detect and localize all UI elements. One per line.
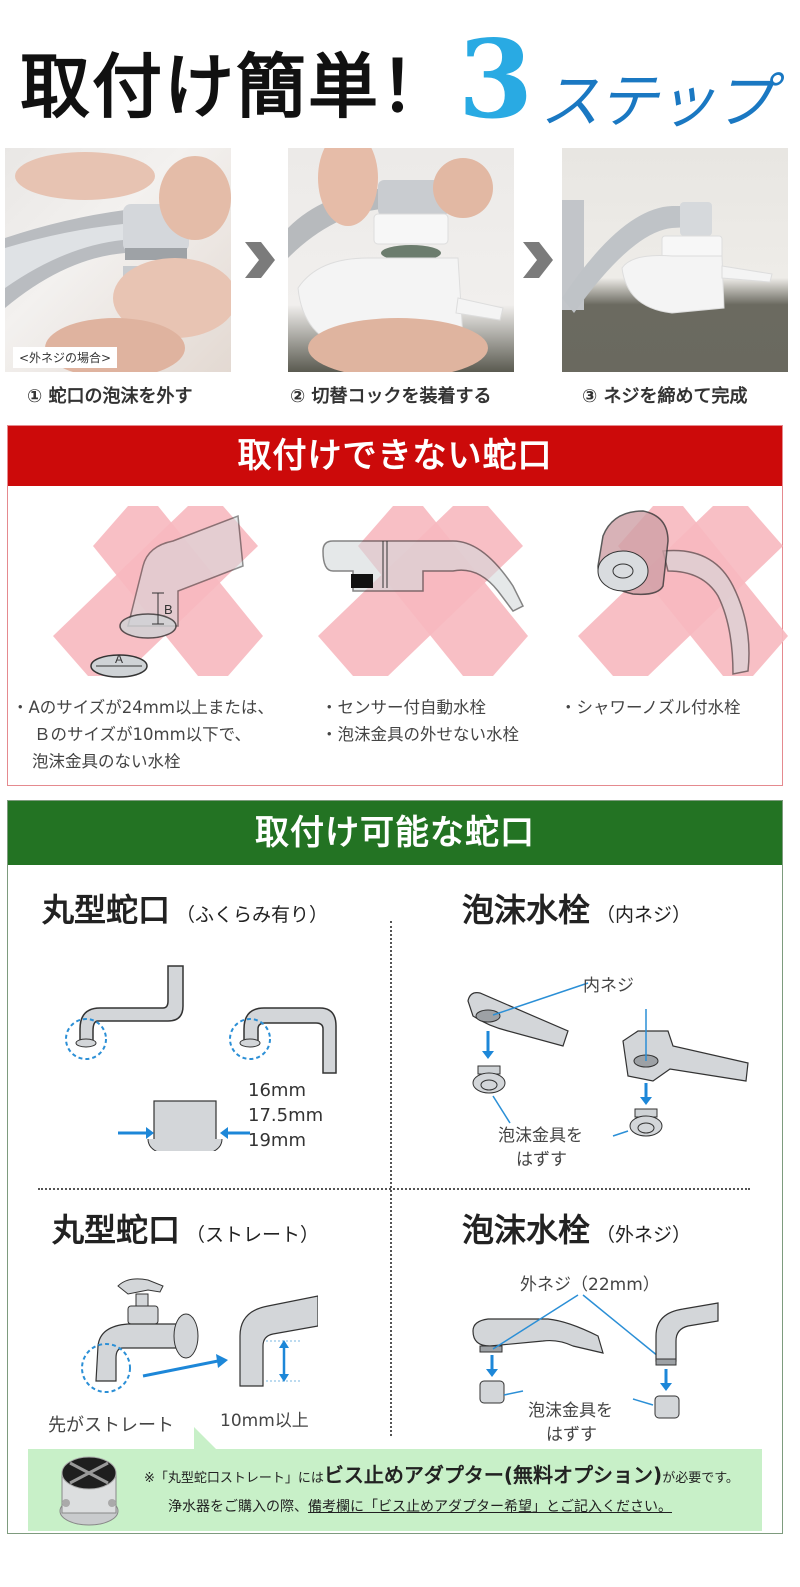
faucet-aerator-removal-illustration: [5, 152, 231, 372]
category-round-straight-title: 丸型蛇口（ストレート）: [52, 1211, 320, 1249]
shower-nozzle-ng-illustration: [578, 506, 788, 676]
remove-aerator-label-2: はずす: [516, 1150, 567, 1170]
dimension-a-label: A: [115, 652, 123, 666]
remove-aerator-outer-label-1: 泡沫金具を: [528, 1401, 613, 1421]
category-round-bulge-title: 丸型蛇口（ふくらみ有り）: [42, 891, 329, 929]
step-2-label: ② 切替コックを装着する: [290, 386, 492, 407]
outer-thread-label: 外ネジ（22mm）: [520, 1275, 660, 1295]
aerator-inner-thread-illustration: [467, 982, 749, 1137]
round-faucet-sizes: 16mm 17.5mm 19mm: [248, 1080, 324, 1151]
adapter-note: ※「丸型蛇口ストレート」にはビス止めアダプター(無料オプション)が必要です。 浄…: [28, 1449, 762, 1531]
remove-aerator-outer-label-2: はずす: [546, 1425, 597, 1445]
aerator-outer-thread-illustration: [472, 1294, 719, 1419]
category-aerator-outer-thread-title: 泡沫水栓（外ネジ）: [462, 1211, 692, 1249]
step-3-photo: [562, 148, 788, 372]
ng-item-3-text: ・シャワーノズル付水栓: [560, 698, 741, 717]
step-3-label: ③ ネジを締めて完成: [582, 386, 748, 407]
ng-item-1-text: ・Aのサイズが24mm以上または、 Ｂのサイズが10mm以下で、 泡沫金具のない…: [12, 698, 274, 771]
screw-adapter-image: [59, 1456, 119, 1526]
step-2-photo: [288, 148, 514, 372]
round-faucet-straight-illustration: [81, 1278, 318, 1393]
adapter-note-line-1: ※「丸型蛇口ストレート」にはビス止めアダプター(無料オプション)が必要です。: [144, 1463, 739, 1487]
category-aerator-inner-thread-title: 泡沫水栓（内ネジ）: [462, 891, 692, 929]
title-step-number: 3: [458, 17, 534, 143]
ng-item-2-text: ・センサー付自動水栓 ・泡沫金具の外せない水栓: [321, 698, 519, 744]
switch-cock-attach-illustration: [288, 148, 504, 372]
dimension-b-label: B: [164, 602, 173, 617]
compatible-faucets-header: 取付け可能な蛇口: [8, 801, 782, 865]
vertical-divider: [390, 921, 392, 1436]
round-faucet-bulge-illustration: [65, 965, 337, 1151]
title-main-text: 取付け簡単！: [20, 45, 452, 128]
note-callout-tail: [194, 1427, 216, 1449]
incompatible-faucets-header: 取付けできない蛇口: [8, 426, 782, 486]
sensor-faucet-ng-illustration: [318, 506, 528, 676]
title-steps-word: ステップ: [540, 67, 774, 137]
horizontal-divider: [38, 1188, 750, 1190]
installed-faucet-illustration: [562, 200, 773, 314]
inner-thread-label: 内ネジ: [583, 976, 634, 996]
incompatible-faucets-section: 取付けできない蛇口 B A ・Aのサイズが24mm以上または、 Ｂのサイズが10…: [7, 425, 788, 786]
step-1-photo: <外ネジの場合>: [5, 148, 231, 372]
adapter-note-line-2: 浄水器をご購入の際、備考欄に「ビス止めアダプター希望」とご記入ください。: [168, 1499, 672, 1515]
page-title: 取付け簡単！ 3 ステップ: [0, 20, 800, 140]
photo-caption-outer-thread: <外ネジの場合>: [13, 347, 118, 368]
straight-tip-label: 先がストレート: [48, 1415, 174, 1436]
compatible-faucets-section: 取付け可能な蛇口 丸型蛇口（ふくらみ有り） 16mm 17.5mm 19mm 泡…: [7, 800, 783, 1534]
square-faucet-ng-illustration: B A: [53, 506, 263, 678]
min-length-label: 10mm以上: [220, 1411, 309, 1431]
chevron-right-icon: [245, 242, 275, 278]
step-1-label: ① 蛇口の泡沫を外す: [27, 386, 193, 407]
remove-aerator-label-1: 泡沫金具を: [498, 1126, 583, 1146]
chevron-right-icon: [523, 242, 553, 278]
